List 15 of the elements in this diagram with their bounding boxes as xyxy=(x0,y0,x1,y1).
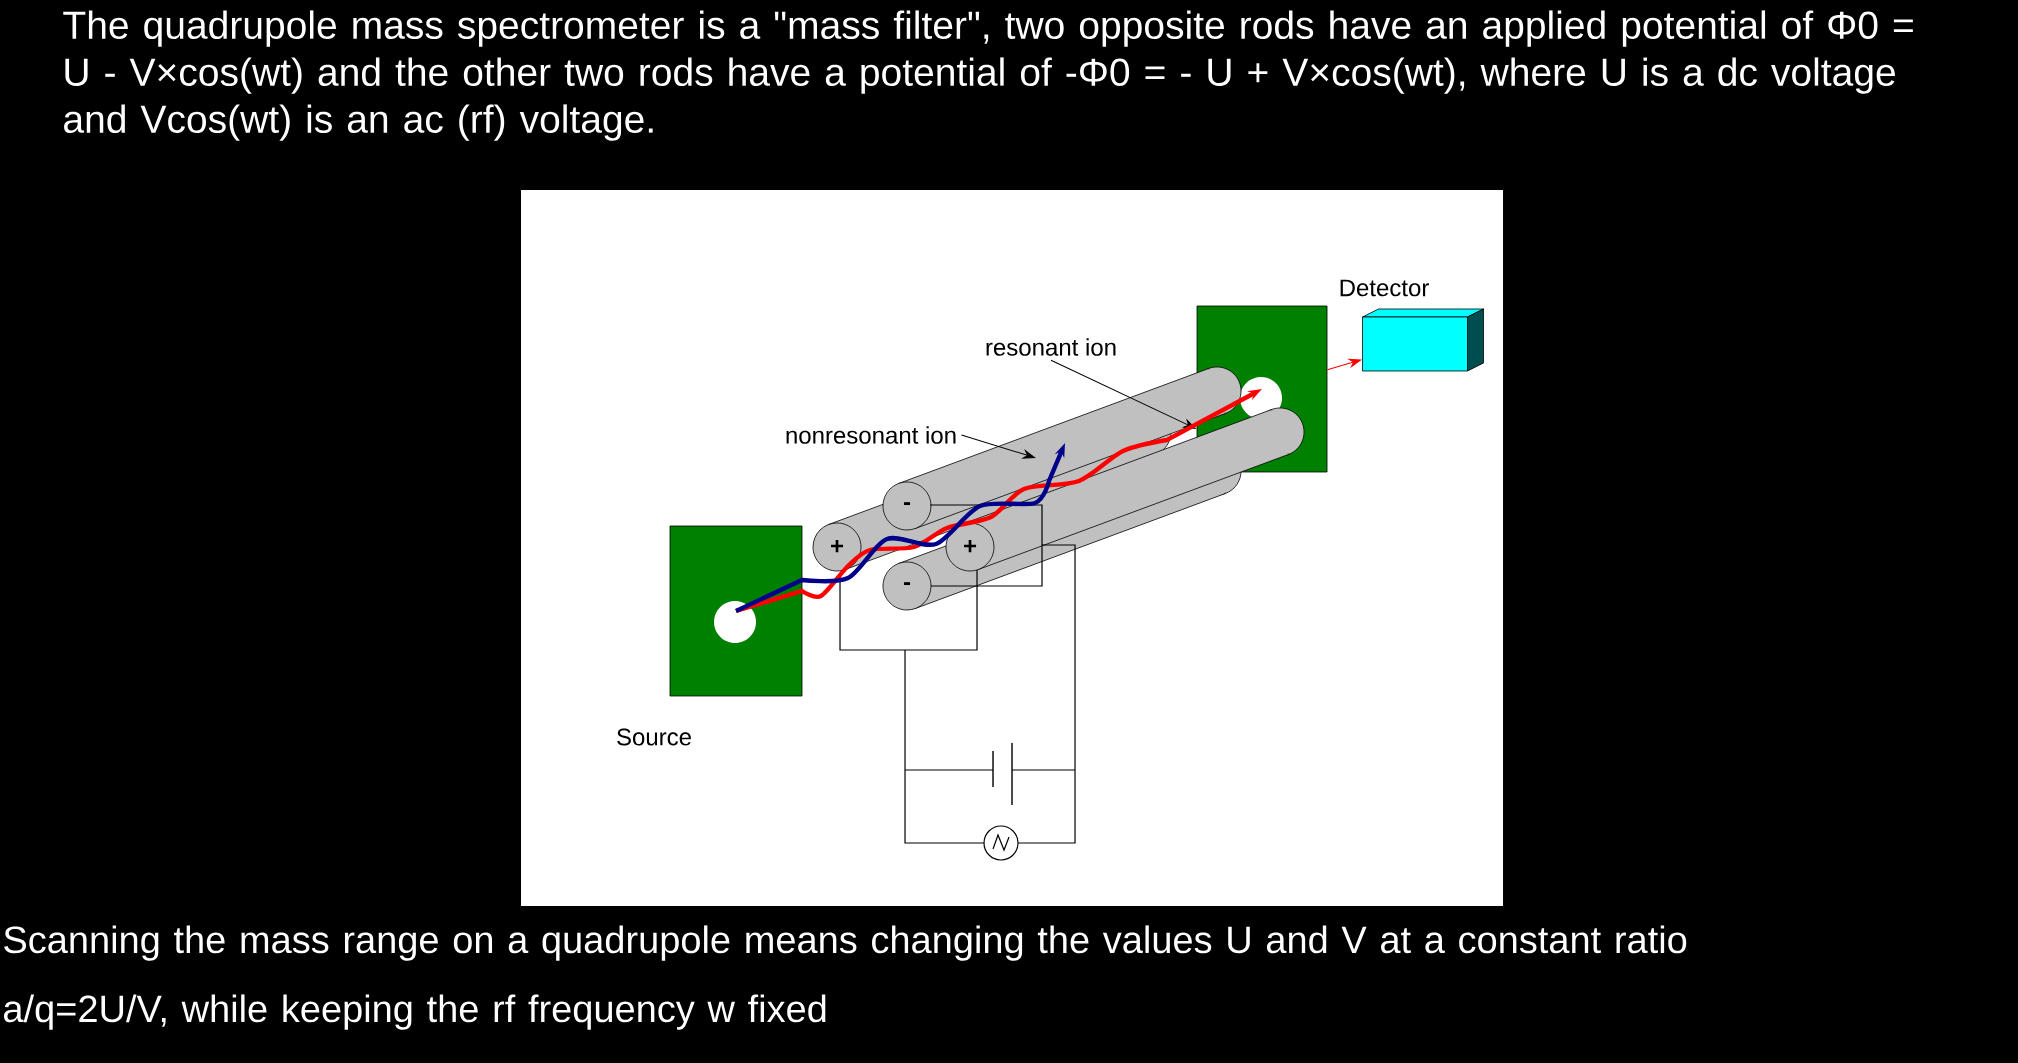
source-plate: Source xyxy=(617,525,803,746)
caption-text: Scanning the mass range on a quadrupole means changing the values U and V at a constant ratio a/q=2U/V, while keeping the rf frequency w fixed xyxy=(4,925,1687,1030)
polarity-sign: - xyxy=(903,502,911,505)
title-text: The quadrupole mass spectrometer is a "mass filter", two opposite rods have an applied potential of Φ0 = U - V×cos(wt) and the other two rods have a potential of -Φ0 = - U + V×cos(wt), where U is a dc voltage and Vcos(wt) is an ac (rf) voltage. xyxy=(63,10,1913,141)
arrow xyxy=(1326,358,1362,371)
callout-label: resonant ion xyxy=(986,338,1116,356)
node-label: Source xyxy=(617,728,691,746)
node-label: Detector xyxy=(1340,279,1429,297)
callout-label: nonresonant ion xyxy=(786,426,956,444)
polarity-sign: + xyxy=(964,539,977,553)
polarity-sign: + xyxy=(831,539,844,553)
arrow xyxy=(1050,359,1196,429)
detector-box: Detector xyxy=(1340,279,1484,372)
polarity-sign: - xyxy=(903,582,911,585)
leader-line xyxy=(961,434,1036,459)
